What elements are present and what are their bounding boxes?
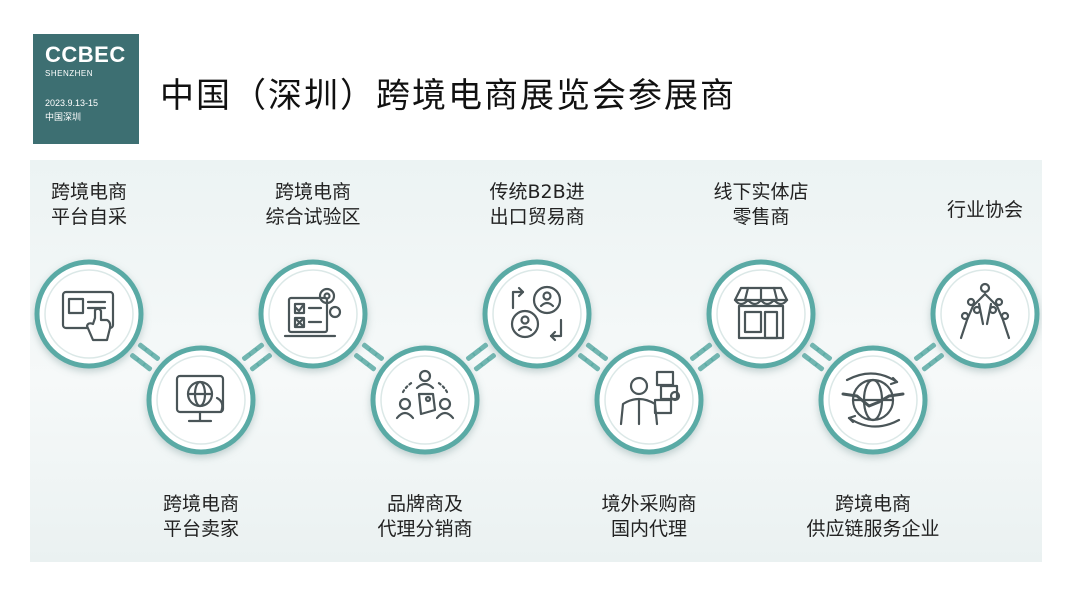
exhibitor-diagram: 跨境电商平台自采跨境电商平台卖家跨境电商综合试验区品牌商及代理分销商传统B2B进…	[30, 160, 1042, 562]
node-circles	[34, 259, 1040, 455]
label-line: 供应链服务企业	[806, 518, 940, 540]
logo-city: SHENZHEN	[45, 69, 94, 78]
node-inner	[940, 269, 1030, 359]
checklist-gears-icon	[283, 287, 342, 338]
handshake-globe-icon	[841, 372, 905, 428]
label-line: 品牌商及	[387, 493, 464, 515]
node-3	[258, 259, 368, 369]
node-label-9: 行业协会	[947, 198, 1023, 223]
people-tag-icon	[395, 369, 455, 420]
logo-date: 2023.9.13-15	[45, 98, 99, 108]
label-line: 综合试验区	[265, 206, 361, 228]
node-5	[482, 259, 592, 369]
node-label-5: 传统B2B进出口贸易商	[490, 180, 585, 230]
node-inner	[44, 269, 134, 359]
association-network-icon	[959, 282, 1011, 340]
storefront-icon	[733, 286, 789, 340]
node-4	[370, 345, 480, 455]
diagram-canvas	[34, 259, 1040, 455]
label-line: 代理分销商	[377, 518, 473, 540]
node-label-3: 跨境电商综合试验区	[266, 180, 361, 230]
logo-place: 中国深圳	[45, 113, 82, 123]
chain-link	[578, 342, 608, 372]
label-line: 境外采购商	[601, 493, 697, 515]
ccbec-logo: CCBEC SHENZHEN 2023.9.13-15 中国深圳	[33, 34, 139, 144]
chain-link	[914, 342, 944, 372]
chain-link	[354, 342, 384, 372]
label-line: 行业协会	[947, 199, 1024, 221]
label-line: 传统B2B进	[489, 181, 585, 203]
chain-link	[242, 342, 272, 372]
label-line: 跨境电商	[163, 493, 240, 515]
chain-link	[802, 342, 832, 372]
label-line: 零售商	[732, 206, 790, 228]
people-exchange-icon	[510, 285, 563, 342]
node-label-6: 境外采购商国内代理	[602, 492, 697, 542]
node-7	[706, 259, 816, 369]
node-9	[930, 259, 1040, 369]
label-line: 平台自采	[51, 206, 128, 228]
node-8	[818, 345, 928, 455]
label-line: 跨境电商	[51, 181, 128, 203]
chain-link	[690, 342, 720, 372]
node-6	[594, 345, 704, 455]
chain-links	[130, 342, 944, 372]
node-inner	[380, 355, 470, 445]
node-label-4: 品牌商及代理分销商	[378, 492, 473, 542]
node-label-1: 跨境电商平台自采	[51, 180, 127, 230]
node-1	[34, 259, 144, 369]
chain-link	[130, 342, 160, 372]
label-line: 跨境电商	[275, 181, 352, 203]
globe-monitor-icon	[175, 374, 225, 423]
logo-brand: CCBEC	[45, 42, 126, 67]
label-line: 平台卖家	[163, 518, 240, 540]
node-label-2: 跨境电商平台卖家	[163, 492, 239, 542]
label-line: 线下实体店	[713, 181, 809, 203]
label-line: 跨境电商	[835, 493, 912, 515]
touch-screen-icon	[61, 290, 115, 342]
node-label-7: 线下实体店零售商	[714, 180, 809, 230]
node-inner	[492, 269, 582, 359]
page-title: 中国（深圳）跨境电商展览会参展商	[160, 76, 736, 116]
node-2	[146, 345, 256, 455]
label-line: 国内代理	[611, 518, 688, 540]
buyer-boxes-icon	[619, 370, 681, 426]
node-label-8: 跨境电商供应链服务企业	[807, 492, 940, 542]
chain-link	[466, 342, 496, 372]
node-inner	[156, 355, 246, 445]
node-inner	[268, 269, 358, 359]
label-line: 出口贸易商	[489, 206, 585, 228]
